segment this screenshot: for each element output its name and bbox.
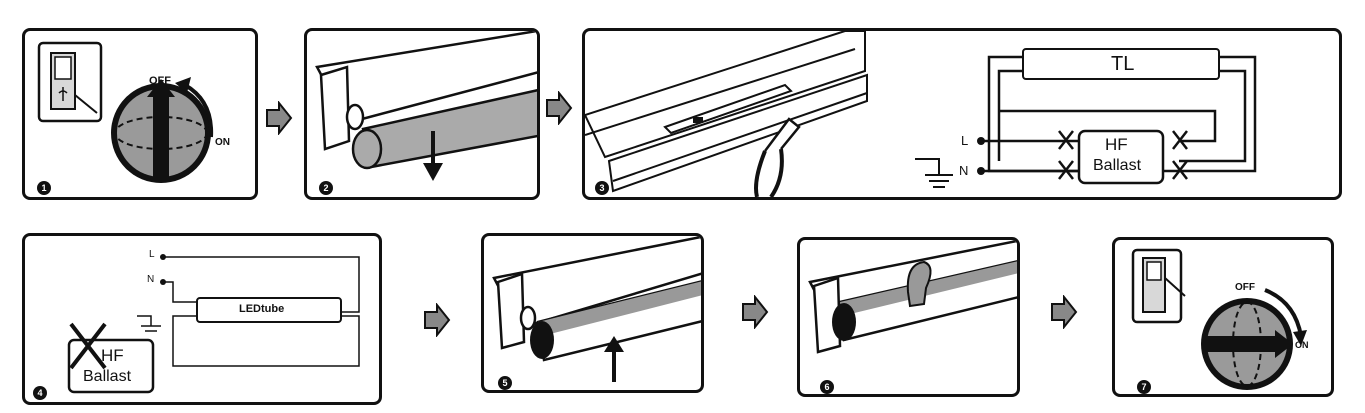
step-5-panel: 5 — [481, 233, 704, 393]
step-4-panel: L N LEDtube HF Ballast 4 — [22, 233, 382, 405]
step-1-panel: OFF ON 1 — [22, 28, 258, 200]
step-6-panel: 6 — [797, 237, 1020, 397]
step-3-panel: TL L N HF Ballast 3 — [582, 28, 1342, 200]
next-step-arrow-icon — [266, 101, 293, 135]
step-2-panel: 2 — [304, 28, 540, 200]
switch-end-on-label: ON — [1295, 340, 1309, 350]
next-step-arrow-icon — [546, 91, 573, 125]
step-number-4: 4 — [33, 386, 47, 400]
step-number-7: 7 — [1137, 380, 1151, 394]
remove-tube-illustration — [315, 31, 537, 181]
next-step-arrow-icon — [742, 295, 769, 329]
step-7-panel: OFF ON 7 — [1112, 237, 1334, 397]
switch-off-label: OFF — [149, 75, 171, 87]
next-step-arrow-icon — [1051, 295, 1078, 329]
step-number-5: 5 — [498, 376, 512, 390]
led-ballast-label-line2: Ballast — [83, 368, 132, 385]
led-neutral-label: N — [147, 274, 155, 285]
led-ballast-label-line1: HF — [101, 346, 124, 365]
next-step-arrow-icon — [424, 303, 451, 337]
insert-led-tube-illustration — [492, 236, 701, 382]
switch-end-off-label: OFF — [1235, 282, 1255, 293]
step-number-2: 2 — [319, 181, 333, 195]
switch-on-illustration — [1131, 248, 1307, 390]
switch-on-label: ON — [215, 137, 230, 148]
step-number-3: 3 — [595, 181, 609, 195]
led-wiring-illustration — [67, 254, 360, 394]
step-number-1: 1 — [37, 181, 51, 195]
switch-off-illustration — [37, 41, 214, 183]
line-label: L — [961, 133, 969, 148]
led-line-label: L — [149, 249, 155, 260]
rotate-led-tube-illustration — [808, 240, 1017, 354]
ballast-label-line2: Ballast — [1093, 157, 1142, 174]
tube-label: TL — [1111, 53, 1135, 75]
led-tube-label: LEDtube — [239, 303, 285, 315]
cut-ballast-wiring-illustration — [585, 31, 1257, 197]
neutral-label: N — [959, 163, 969, 178]
step-number-6: 6 — [820, 380, 834, 394]
ballast-label-line1: HF — [1105, 135, 1128, 154]
